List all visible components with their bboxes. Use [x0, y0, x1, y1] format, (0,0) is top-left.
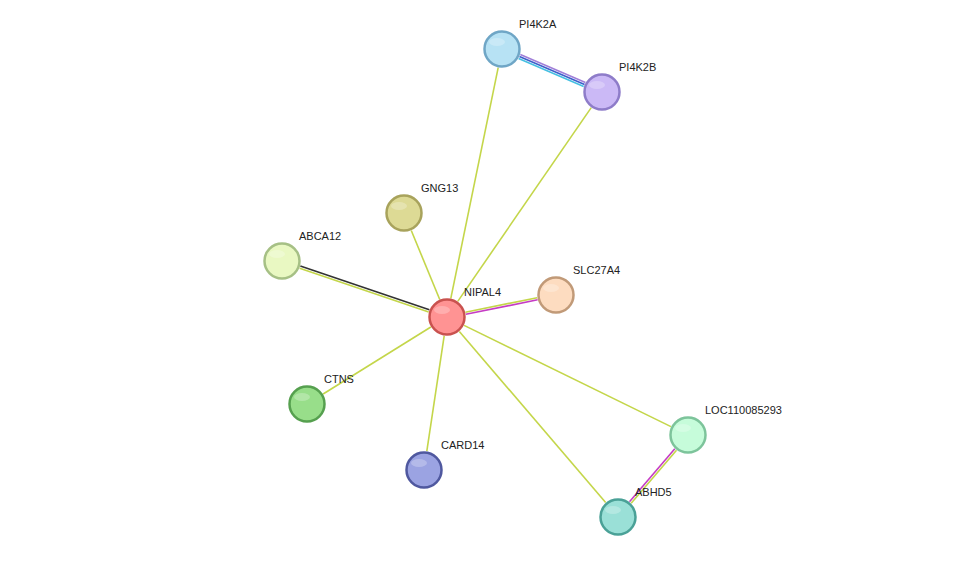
node-shape — [387, 196, 422, 231]
gene-label: PI4K2B — [619, 61, 656, 74]
protein-node: ABHD5 — [599, 498, 637, 536]
evidence-line — [465, 298, 537, 312]
interaction-edge — [629, 449, 676, 504]
node-circle — [483, 30, 521, 68]
protein-node: CARD14 — [405, 451, 443, 489]
node-highlight — [294, 393, 310, 401]
evidence-line — [464, 325, 671, 426]
protein-node: NIPAL4 — [428, 298, 466, 336]
protein-node: ABCA12 — [263, 242, 301, 280]
gene-label: LOC110085293 — [705, 404, 782, 417]
evidence-line — [427, 336, 444, 451]
gene-label: ABHD5 — [635, 486, 672, 499]
interaction-edge — [519, 54, 586, 86]
node-circle — [669, 416, 707, 454]
evidence-line — [629, 449, 674, 502]
evidence-line — [300, 268, 429, 312]
evidence-line — [323, 327, 431, 394]
protein-node: PI4K2A — [483, 30, 521, 68]
gene-label: GNG13 — [421, 182, 458, 195]
node-circle — [583, 73, 621, 111]
evidence-line — [520, 54, 585, 82]
node-highlight — [434, 306, 450, 314]
interaction-edge — [427, 336, 444, 451]
node-highlight — [675, 424, 691, 432]
protein-node: SLC27A4 — [537, 276, 575, 314]
protein-node: PI4K2B — [583, 73, 621, 111]
interaction-edge — [459, 331, 605, 502]
evidence-line — [300, 266, 429, 310]
node-shape — [290, 387, 325, 422]
node-shape — [265, 244, 300, 279]
interaction-edge — [323, 327, 431, 394]
node-shape — [585, 75, 620, 110]
gene-label: CARD14 — [441, 439, 484, 452]
node-shape — [671, 418, 706, 453]
node-circle — [405, 451, 443, 489]
node-circle — [537, 276, 575, 314]
interaction-edge — [464, 325, 671, 426]
gene-label: PI4K2A — [519, 18, 556, 31]
node-shape — [430, 300, 465, 335]
node-circle — [263, 242, 301, 280]
node-highlight — [391, 202, 407, 210]
node-highlight — [269, 250, 285, 258]
evidence-line — [459, 331, 605, 502]
node-circle — [428, 298, 466, 336]
node-shape — [601, 500, 636, 535]
node-circle — [385, 194, 423, 232]
evidence-line — [519, 59, 584, 87]
node-circle — [288, 385, 326, 423]
node-highlight — [589, 81, 605, 89]
node-highlight — [543, 284, 559, 292]
evidence-line — [466, 300, 538, 314]
evidence-line — [519, 57, 584, 85]
interaction-edge — [300, 266, 430, 312]
node-shape — [485, 32, 520, 67]
node-highlight — [411, 459, 427, 467]
gene-label: SLC27A4 — [573, 264, 620, 277]
gene-label: NIPAL4 — [464, 286, 501, 299]
node-highlight — [489, 38, 505, 46]
evidence-line — [411, 231, 439, 300]
node-circle — [599, 498, 637, 536]
protein-node: GNG13 — [385, 194, 423, 232]
interaction-edge — [411, 231, 439, 300]
evidence-line — [458, 108, 591, 302]
evidence-line — [631, 450, 676, 503]
protein-node: LOC110085293 — [669, 416, 707, 454]
interaction-edge — [465, 298, 537, 315]
node-shape — [539, 278, 574, 313]
interaction-edge — [458, 108, 591, 302]
node-highlight — [605, 506, 621, 514]
gene-label: CTNS — [324, 373, 354, 386]
gene-label: ABCA12 — [299, 230, 341, 243]
node-shape — [407, 453, 442, 488]
protein-node: CTNS — [288, 385, 326, 423]
